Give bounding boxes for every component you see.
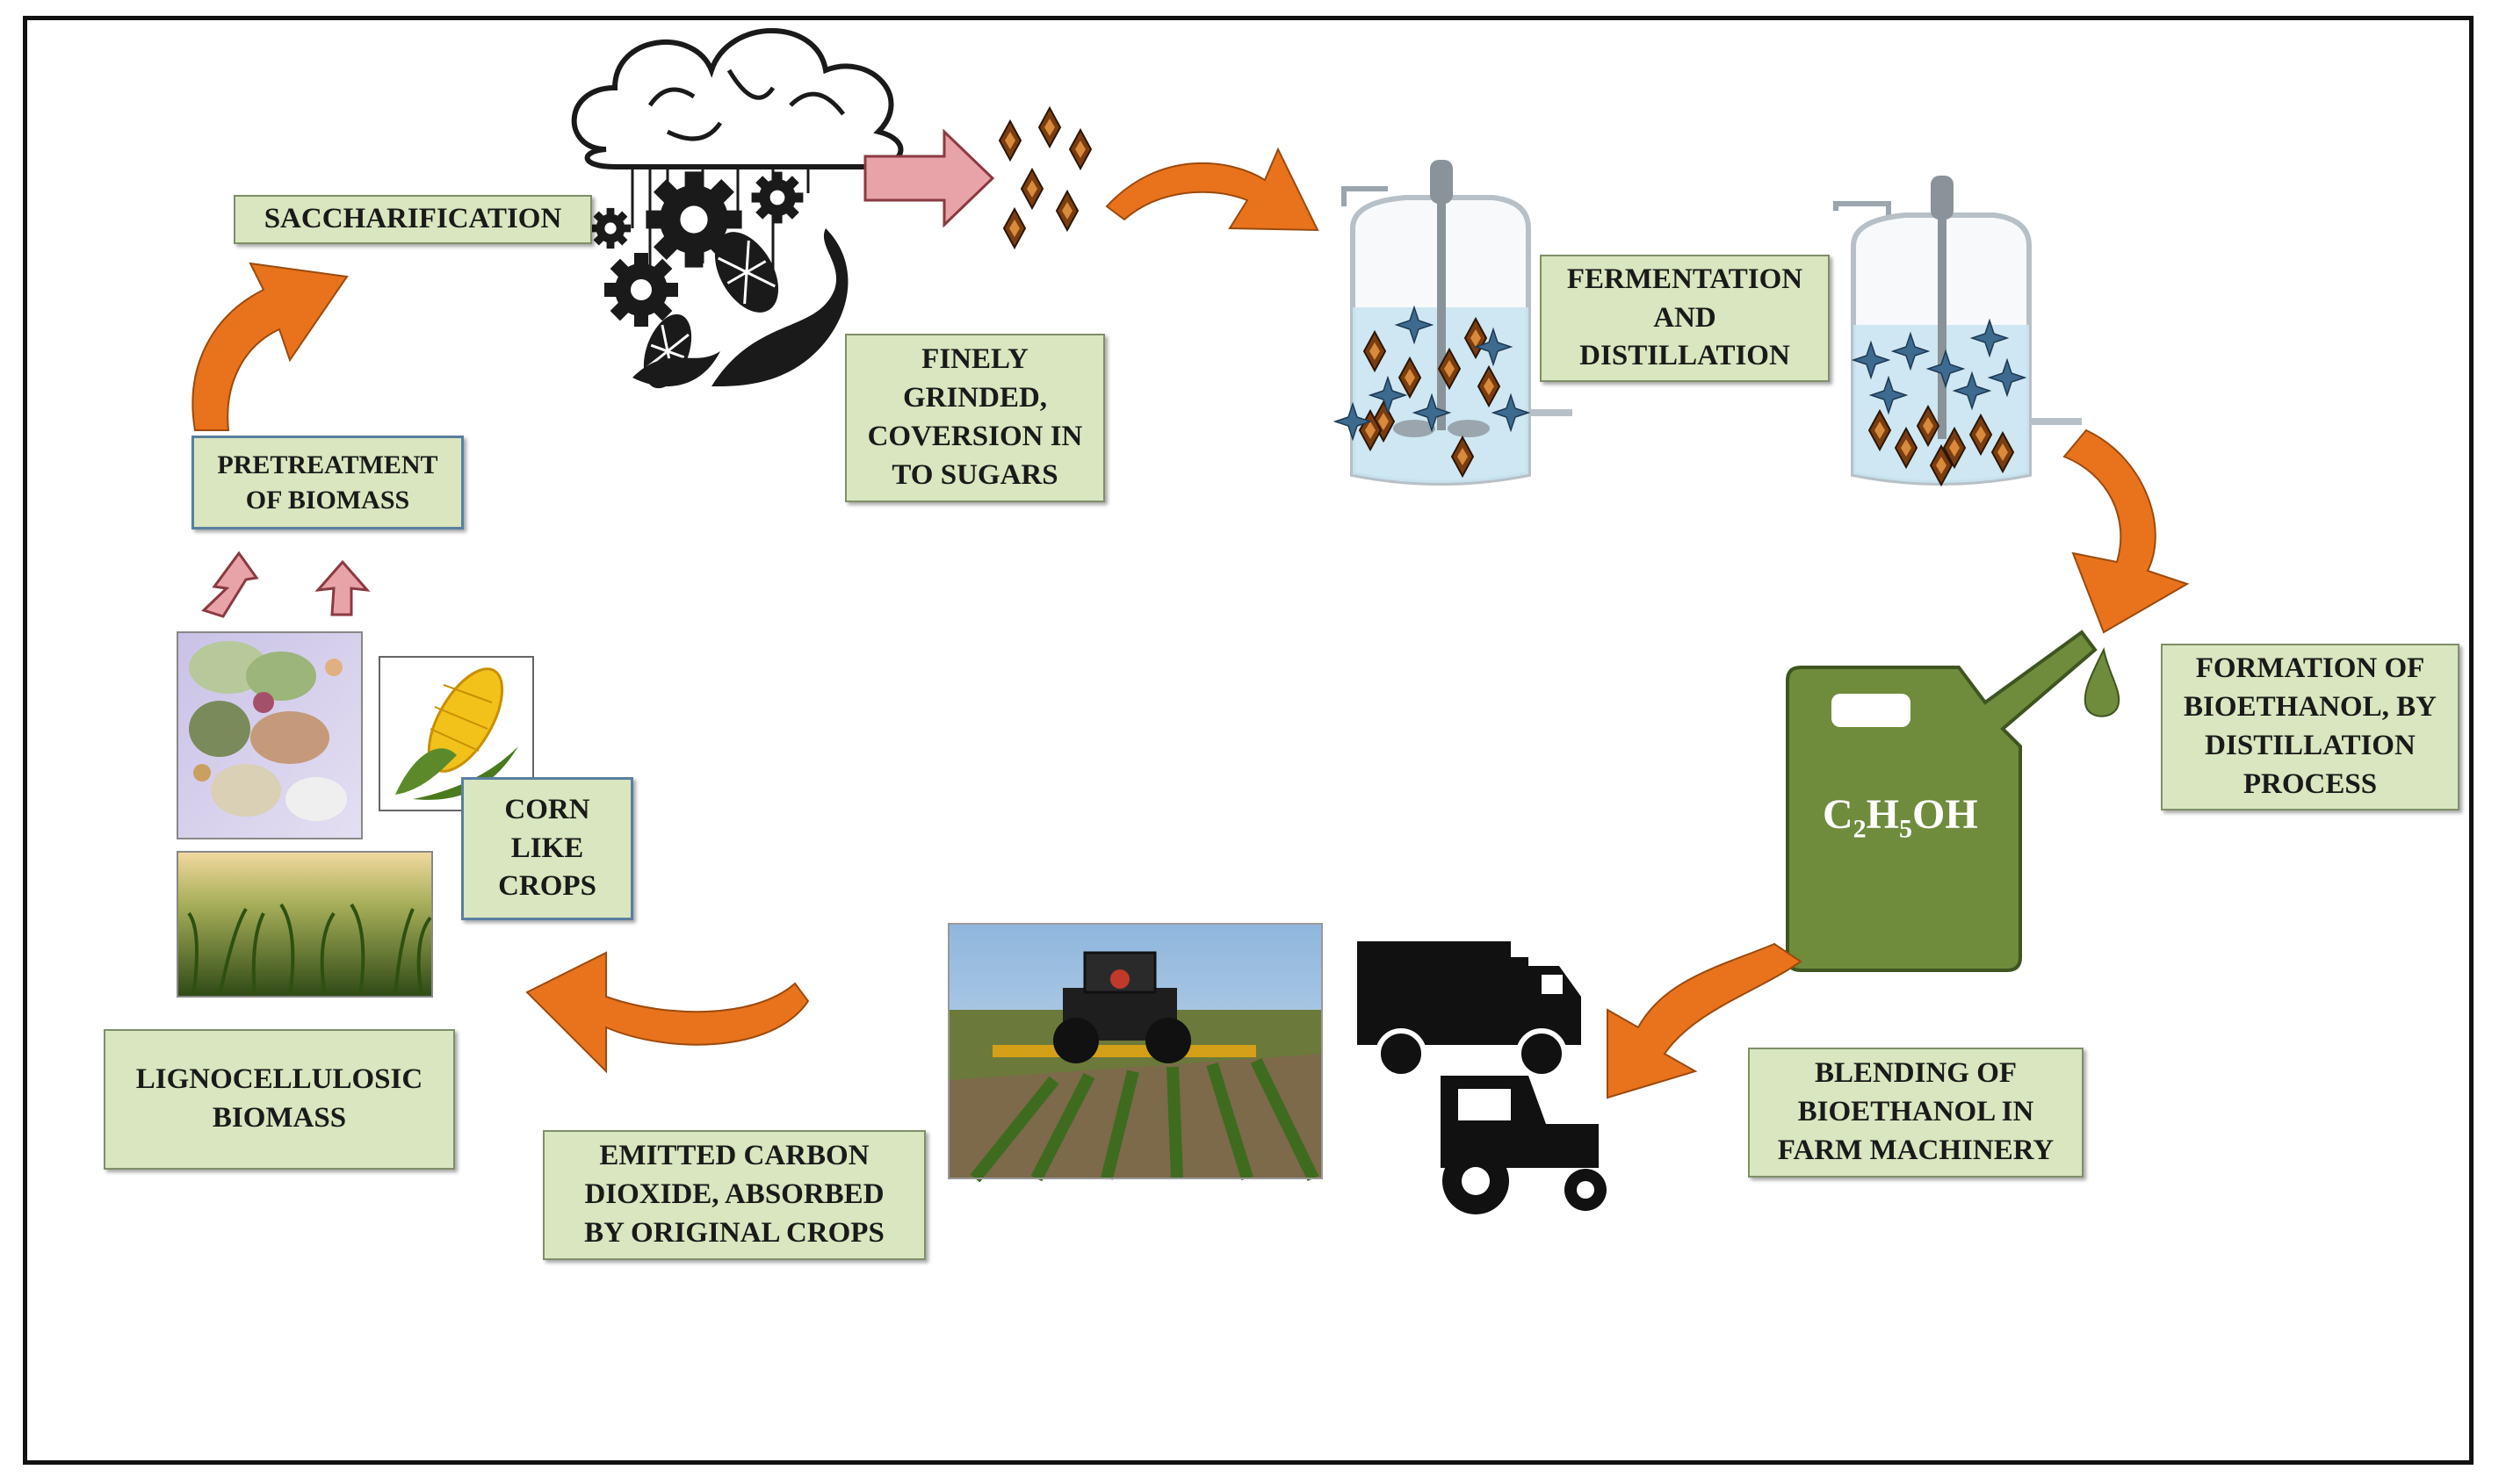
bioethanol-jerrycan-icon [1786, 630, 2120, 972]
corn-label: CORN LIKE CROPS [461, 777, 633, 920]
truck-icon [1357, 941, 1581, 1079]
tractor-icon [1441, 1076, 1607, 1214]
orange-arrow-to-saccharification-icon [191, 262, 349, 431]
sugar-crystals-icon [999, 107, 1092, 249]
pink-arrow-up-left-icon [201, 551, 259, 618]
orange-arrow-to-fermentation-icon [1105, 147, 1319, 232]
lignocellulosic-label: LIGNOCELLULOSIC BIOMASS [104, 1029, 455, 1170]
emitted-label: EMITTED CARBON DIOXIDE, ABSORBED BY ORIG… [543, 1130, 926, 1260]
orange-arrow-to-bioethanol-icon [2062, 429, 2190, 634]
orange-arrow-to-machinery-icon [1607, 942, 1802, 1099]
orange-arrow-to-crops-icon [525, 951, 810, 1074]
tractor-field-photo [948, 923, 1323, 1183]
ethanol-formula: C2H5OH [1823, 791, 1978, 844]
formation-label: FORMATION OF BIOETHANOL, BY DISTILLATION… [2161, 644, 2459, 810]
fermentation-tank-icon [1334, 160, 1572, 486]
saccharification-label: SACCHARIFICATION [234, 195, 592, 244]
blending-label: BLENDING OF BIOETHANOL IN FARM MACHINERY [1748, 1048, 2084, 1178]
finely-grinded-label: FINELY GRINDED, COVERSION IN TO SUGARS [845, 334, 1105, 502]
food-waste-photo [177, 631, 363, 839]
pink-arrow-up-right-icon [314, 559, 371, 616]
corn-field-photo [177, 851, 433, 998]
pink-arrow-right-icon [863, 128, 995, 228]
fermentation-label: FERMENTATION AND DISTILLATION [1540, 255, 1830, 382]
cloud-gears-icon [571, 28, 904, 389]
distillation-tank-icon [1833, 176, 2082, 486]
pretreatment-label: PRETREATMENT OF BIOMASS [191, 436, 464, 529]
